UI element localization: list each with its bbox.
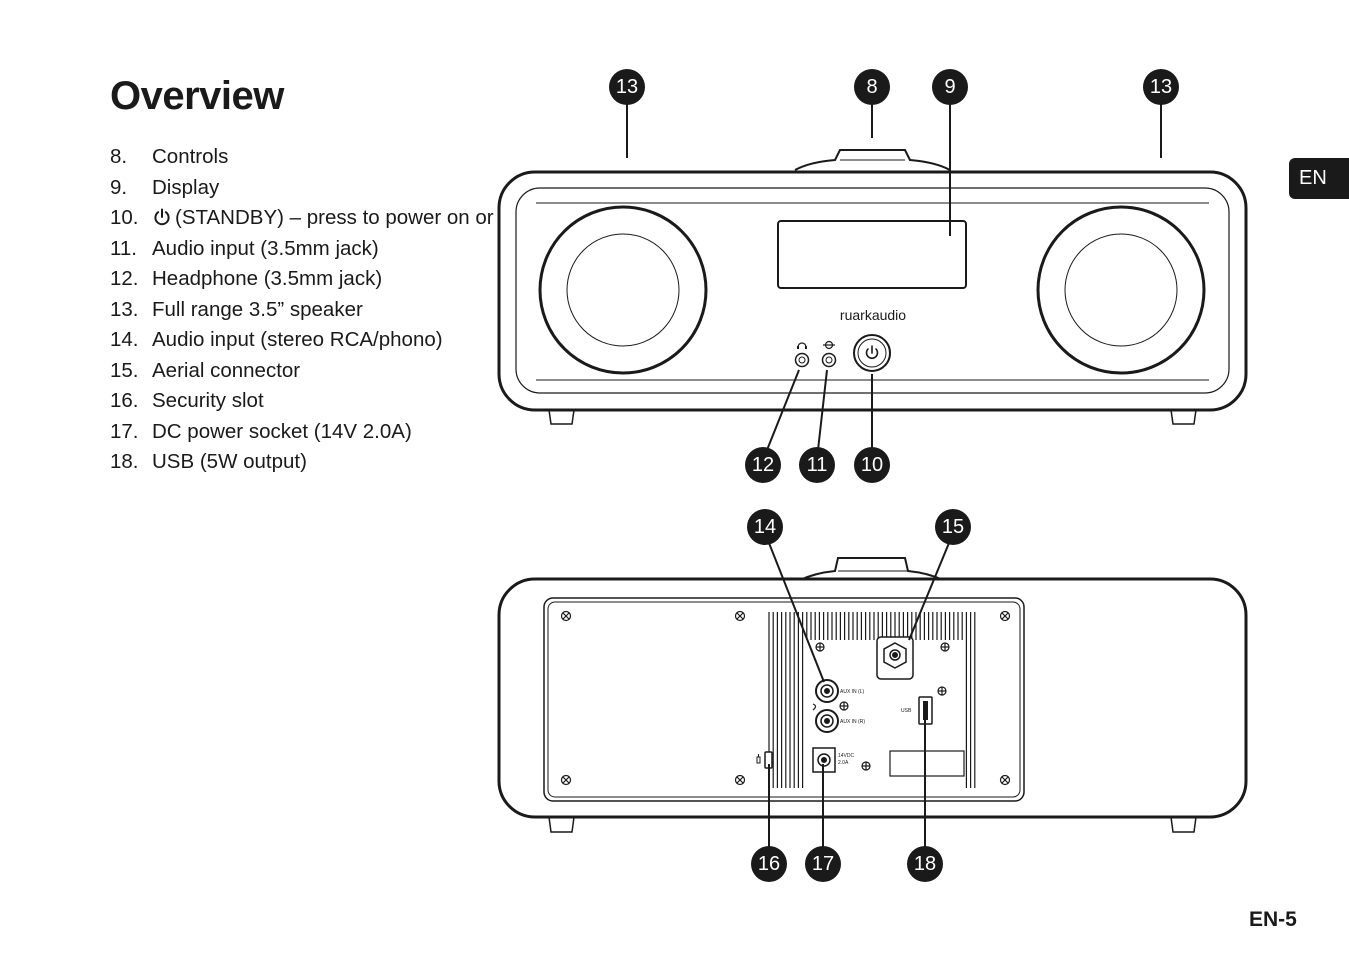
audio-input-jack [821, 352, 837, 368]
rca-left [815, 679, 839, 703]
language-tab: EN [1289, 158, 1349, 199]
item-number: 11. [110, 236, 137, 260]
list-item: 16. Security slot [110, 388, 613, 414]
rear-panel [543, 597, 1025, 802]
screw [560, 610, 572, 622]
list-item: 18. USB (5W output) [110, 449, 613, 475]
item-number: 18. [110, 450, 139, 473]
item-text: USB (5W output) [152, 450, 307, 473]
display-window [777, 220, 967, 289]
item-text: Audio input (stereo RCA/phono) [152, 328, 443, 351]
callout-badge: 18 [907, 846, 943, 882]
list-item: 11. Audio input (3.5mm jack) [110, 236, 613, 262]
list-item: 14. Audio input (stereo RCA/phono) [110, 327, 613, 353]
power-icon [865, 348, 879, 360]
item-number: 14. [110, 328, 139, 351]
item-number: 9. [110, 175, 128, 199]
item-number: 13. [110, 297, 139, 321]
list-item: 12. Headphone (3.5mm jack) [110, 266, 613, 292]
screw [560, 774, 572, 786]
callout-badge: 8 [854, 69, 890, 105]
label-plate [889, 750, 965, 777]
callout-badge: 12 [745, 447, 781, 483]
headphone-icon [797, 342, 807, 348]
item-text: Aerial connector [152, 358, 301, 382]
screw [999, 610, 1011, 622]
list-item: 9. Display [110, 175, 613, 201]
item-number: 10. [110, 206, 139, 229]
svg-text:14: 14 [754, 516, 776, 538]
svg-text:9: 9 [944, 76, 955, 98]
callout-badge: 15 [935, 509, 971, 545]
screw [734, 774, 746, 786]
headphone-jack [794, 352, 810, 368]
item-number: 8. [110, 145, 128, 168]
rca-right [815, 709, 839, 733]
callout-badge: 14 [747, 509, 783, 545]
svg-text:18: 18 [914, 853, 936, 875]
svg-text:8: 8 [866, 76, 877, 98]
item-number: 15. [110, 358, 139, 382]
screw [839, 701, 849, 711]
foot [548, 816, 575, 833]
screw [937, 686, 947, 696]
power-icon [154, 208, 170, 226]
list-item: 13. Full range 3.5” speaker [110, 297, 613, 323]
callout-badge: 11 [799, 447, 835, 483]
component-list: 8.Controls 9.Display 10.(STANDBY) – pres… [110, 144, 613, 480]
item-number: 16. [110, 389, 139, 412]
callout-badge: 9 [932, 69, 968, 105]
item-number: 17. [110, 419, 139, 443]
item-text: DC power socket (14V 2.0A) [152, 419, 412, 443]
aux-l-label: AUX IN (L) [840, 689, 865, 695]
front-view [497, 149, 1248, 425]
left-speaker [538, 205, 708, 375]
screw [815, 642, 825, 652]
svg-text:10: 10 [861, 454, 883, 476]
svg-text:17: 17 [812, 853, 834, 875]
foot [1170, 816, 1197, 833]
svg-text:16: 16 [758, 853, 780, 875]
dc-label-2: 2.0A [838, 760, 849, 766]
item-text: Display [152, 175, 220, 199]
item-text: Security slot [152, 389, 264, 412]
foot [548, 409, 575, 425]
svg-text:15: 15 [942, 516, 964, 538]
list-item: 17. DC power socket (14V 2.0A) [110, 419, 613, 445]
callout-badge: 13 [609, 69, 645, 105]
callout-badge: 10 [854, 447, 890, 483]
callout-badge: 16 [751, 846, 787, 882]
rear-view [497, 557, 1248, 833]
callout-badge: 17 [805, 846, 841, 882]
rear-control-knob [799, 557, 944, 581]
lock-icon [756, 754, 761, 764]
aerial-connector [883, 642, 907, 669]
list-item: 8. Controls [110, 144, 613, 170]
item-text: Controls [152, 145, 229, 168]
callout-badge: 13 [1143, 69, 1179, 105]
screw [734, 610, 746, 622]
foot [1170, 409, 1197, 425]
usb-label: USB [901, 708, 912, 714]
right-speaker [1036, 205, 1206, 375]
dc-label-1: 14VDC [838, 753, 855, 759]
list-item: 15. Aerial connector [110, 358, 613, 384]
page-number: EN-5 [1249, 908, 1297, 931]
screw [861, 761, 871, 771]
svg-text:13: 13 [616, 76, 638, 98]
item-text: Headphone (3.5mm jack) [152, 267, 383, 290]
page-title: Overview [110, 74, 284, 118]
screw [940, 642, 950, 652]
item-text: Full range 3.5” speaker [152, 297, 363, 321]
svg-text:13: 13 [1150, 76, 1172, 98]
item-text: Audio input (3.5mm jack) [152, 236, 379, 260]
svg-text:12: 12 [752, 454, 774, 476]
screw [999, 774, 1011, 786]
brand-logo: ruarkaudio [840, 307, 906, 323]
svg-text:11: 11 [807, 454, 828, 476]
item-number: 12. [110, 267, 139, 290]
aux-r-label: AUX IN (R) [840, 719, 865, 725]
